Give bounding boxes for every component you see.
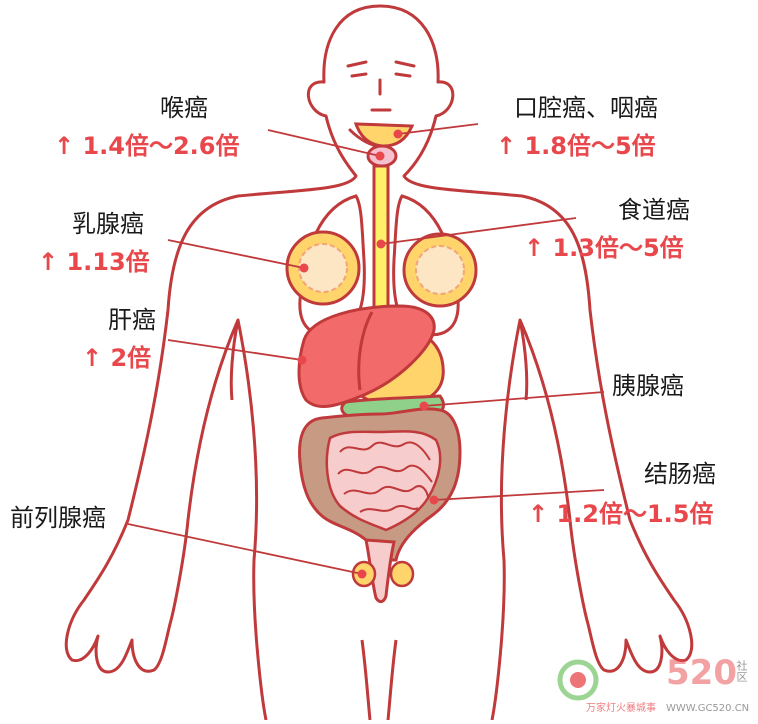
label-liver-cancer: 肝癌 — [108, 306, 156, 334]
watermark-brand: 520 — [666, 653, 737, 693]
arm-lines — [229, 319, 529, 401]
risk-breast-cancer: ↑ 1.13倍 — [38, 248, 150, 276]
leader-lines — [127, 123, 605, 575]
body-outline-right — [379, 4, 694, 721]
label-mouth-pharynx-cancer: 口腔癌、咽癌 — [514, 94, 658, 122]
risk-esophageal-cancer: ↑ 1.3倍～5倍 — [524, 234, 684, 262]
breast-right — [402, 232, 478, 308]
watermark-logo-mark — [557, 659, 599, 701]
breast-left — [285, 230, 361, 306]
intestine-loops — [337, 441, 433, 513]
leg-divider — [360, 639, 398, 721]
watermark-slogan: 万家灯火暴城事 — [586, 703, 656, 714]
marker-dots — [297, 129, 439, 579]
label-esophageal-cancer: 食道癌 — [618, 196, 690, 224]
label-throat-cancer: 喉癌 — [160, 94, 208, 122]
risk-colon-cancer: ↑ 1.2倍～1.5倍 — [528, 500, 714, 528]
small-intestine — [325, 430, 442, 532]
risk-liver-cancer: ↑ 2倍 — [82, 344, 152, 372]
prostate-right — [389, 560, 415, 588]
liver — [297, 304, 436, 408]
label-colon-cancer: 结肠癌 — [644, 460, 716, 488]
label-breast-cancer: 乳腺癌 — [72, 210, 144, 238]
risk-throat-cancer: ↑ 1.4倍～2.6倍 — [54, 132, 240, 160]
liver-lobe-line — [357, 311, 374, 391]
risk-mouth-pharynx-cancer: ↑ 1.8倍～5倍 — [496, 132, 656, 160]
watermark-side: 社区 — [735, 660, 748, 682]
label-prostate-cancer: 前列腺癌 — [10, 504, 106, 532]
watermark-url: WWW.GC520.CN — [666, 703, 750, 714]
label-pancreatic-cancer: 胰腺癌 — [612, 372, 684, 400]
